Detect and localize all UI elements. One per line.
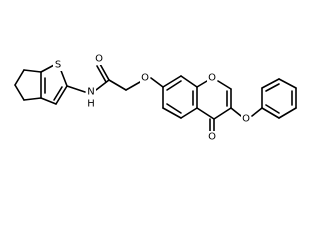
bond <box>55 85 68 105</box>
bond <box>166 103 182 114</box>
bond <box>196 107 215 120</box>
atom-label-background <box>140 72 150 84</box>
bond <box>162 75 182 88</box>
bond <box>180 75 198 88</box>
bond <box>108 79 127 91</box>
bond <box>99 63 110 81</box>
atom-o-ring: O <box>207 72 217 84</box>
bond <box>23 97 42 101</box>
bond <box>23 69 42 73</box>
atom-label: O <box>208 132 216 143</box>
atom-h1: H <box>86 98 96 110</box>
atom-label-background <box>53 59 63 71</box>
bond <box>230 107 242 117</box>
bond <box>162 107 182 119</box>
atom-label: S <box>55 60 61 71</box>
bond <box>125 81 141 91</box>
atom-label: O <box>141 73 149 84</box>
bond <box>217 80 232 90</box>
bond <box>278 78 297 89</box>
bond <box>96 65 107 83</box>
bond <box>14 84 25 101</box>
atom-labels: S N H O O O O O <box>53 53 251 143</box>
bond <box>150 77 164 88</box>
atom-o-phenoxy: O <box>241 113 251 125</box>
atom-o-keto: O <box>207 131 217 143</box>
bond <box>95 79 110 91</box>
atom-label-background <box>207 72 217 84</box>
atom-o-ether: O <box>140 72 150 84</box>
bond <box>278 107 297 119</box>
atom-label-background <box>241 113 251 125</box>
bonds <box>14 63 297 132</box>
atom-label-background <box>94 53 104 65</box>
atom-label: H <box>87 99 95 110</box>
bond <box>265 104 280 114</box>
atom-label: O <box>208 73 216 84</box>
atom-label-background <box>86 86 96 98</box>
bond <box>14 69 25 86</box>
bond <box>166 80 182 91</box>
bond <box>53 86 63 101</box>
molecule-structure: S N H O O O O O <box>14 53 297 143</box>
bond <box>261 107 280 119</box>
bond <box>66 85 86 93</box>
bond <box>251 107 263 117</box>
bond <box>213 107 232 120</box>
atom-label-background <box>86 98 96 110</box>
bond <box>40 97 57 105</box>
atom-n1: N <box>86 86 96 98</box>
atom-s1: S <box>53 59 63 71</box>
bond <box>265 83 280 92</box>
atom-label-background <box>207 131 217 143</box>
atom-o-amide: O <box>94 53 104 65</box>
bond <box>180 107 198 119</box>
bond <box>196 80 208 88</box>
atom-label: N <box>87 87 94 98</box>
atom-label: O <box>242 114 250 125</box>
atom-label: O <box>95 54 103 65</box>
bond <box>261 78 280 89</box>
